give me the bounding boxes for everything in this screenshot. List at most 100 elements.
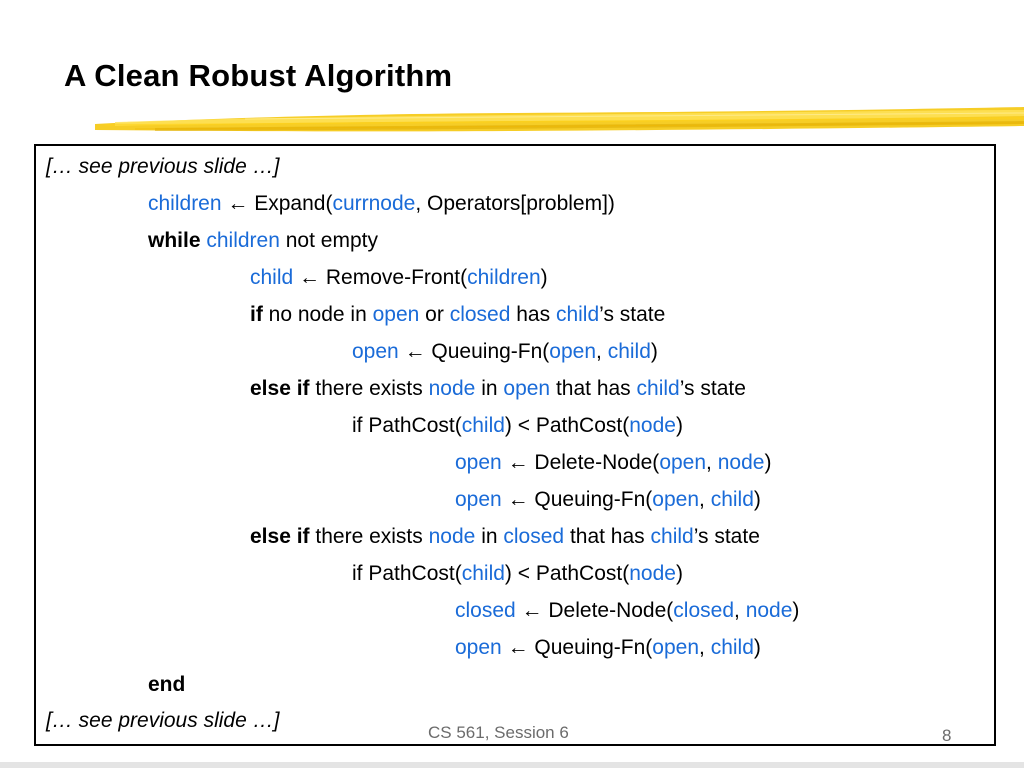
func-pathcost: if PathCost( xyxy=(352,414,462,437)
var-child: child xyxy=(461,414,505,437)
text: there exists xyxy=(315,525,423,548)
var-node: node xyxy=(717,451,765,474)
var-child: child xyxy=(710,488,754,511)
text: ’s state xyxy=(679,377,746,400)
code-line-15: end xyxy=(148,672,185,698)
text: ’s state xyxy=(693,525,760,548)
expand-args: , Operators[problem]) xyxy=(415,192,615,215)
var-child: child xyxy=(555,303,600,326)
var-node: node xyxy=(629,562,676,585)
close-paren: ) xyxy=(753,636,761,659)
func-queuing-fn: Queuing-Fn( xyxy=(431,340,550,363)
algorithm-code-box xyxy=(34,144,996,746)
var-closed: closed xyxy=(503,525,565,548)
keyword-else-if: else if xyxy=(250,525,310,548)
continuation-note: [… see previous slide …] xyxy=(46,155,280,178)
keyword-else-if: else if xyxy=(250,377,310,400)
compare-pathcost: ) < PathCost( xyxy=(504,562,630,585)
bottom-band xyxy=(0,762,1024,768)
var-child: child xyxy=(250,266,294,289)
comma: , xyxy=(734,599,740,622)
code-line-4: child ← Remove-Front(children) xyxy=(250,265,548,291)
comma: , xyxy=(699,636,705,659)
var-open: open xyxy=(659,451,707,474)
code-line-11: else if there exists node in closed that… xyxy=(250,524,760,550)
code-line-13: closed ← Delete-Node(closed, node) xyxy=(455,598,799,624)
var-open: open xyxy=(352,340,399,363)
var-child: child xyxy=(650,525,694,548)
text: or xyxy=(425,303,444,326)
var-open: open xyxy=(372,303,420,326)
var-closed: closed xyxy=(455,599,516,622)
var-child: child xyxy=(636,377,680,400)
text: that has xyxy=(569,525,645,548)
left-arrow-icon: ← xyxy=(404,340,426,363)
keyword-while: while xyxy=(148,229,201,252)
close-paren: ) xyxy=(753,488,761,511)
text: no node in xyxy=(268,303,367,326)
var-child: child xyxy=(710,636,754,659)
var-node: node xyxy=(745,599,793,622)
close-paren: ) xyxy=(764,451,772,474)
left-arrow-icon: ← xyxy=(299,266,321,289)
func-expand: Expand( xyxy=(254,192,333,215)
func-delete-node: Delete-Node( xyxy=(534,451,660,474)
code-line-14: open ← Queuing-Fn(open, child) xyxy=(455,635,761,661)
continuation-note: [… see previous slide …] xyxy=(46,709,280,732)
var-currnode: currnode xyxy=(332,192,416,215)
var-node: node xyxy=(428,525,476,548)
var-children: children xyxy=(206,229,280,252)
slide-title: A Clean Robust Algorithm xyxy=(64,58,453,93)
comma: , xyxy=(699,488,705,511)
left-arrow-icon: ← xyxy=(507,488,529,511)
page-number: 8 xyxy=(942,726,952,745)
close-paren: ) xyxy=(650,340,658,363)
var-open: open xyxy=(455,451,502,474)
var-open: open xyxy=(652,636,700,659)
var-open: open xyxy=(455,636,502,659)
left-arrow-icon: ← xyxy=(227,192,249,215)
var-closed: closed xyxy=(449,303,511,326)
var-node: node xyxy=(629,414,676,437)
close-paren: ) xyxy=(675,562,683,585)
var-open: open xyxy=(455,488,502,511)
var-open: open xyxy=(652,488,700,511)
condition-text: not empty xyxy=(285,229,378,252)
text: in xyxy=(481,525,498,548)
keyword-end: end xyxy=(148,673,186,696)
left-arrow-icon: ← xyxy=(507,636,529,659)
var-child: child xyxy=(607,340,651,363)
func-queuing-fn: Queuing-Fn( xyxy=(534,488,653,511)
func-queuing-fn: Queuing-Fn( xyxy=(534,636,653,659)
var-closed: closed xyxy=(673,599,734,622)
code-line-5: if no node in open or closed has child’s… xyxy=(250,302,665,328)
var-child: child xyxy=(461,562,505,585)
var-open: open xyxy=(549,340,597,363)
func-remove-front: Remove-Front( xyxy=(325,266,468,289)
var-open: open xyxy=(503,377,551,400)
text: has xyxy=(516,303,551,326)
func-delete-node: Delete-Node( xyxy=(548,599,674,622)
code-line-6: open ← Queuing-Fn(open, child) xyxy=(352,339,658,365)
text: that has xyxy=(555,377,631,400)
code-line-16: [… see previous slide …] xyxy=(46,708,279,734)
text: ’s state xyxy=(599,303,666,326)
left-arrow-icon: ← xyxy=(507,451,529,474)
code-line-3: while children not empty xyxy=(148,228,378,254)
text: in xyxy=(481,377,498,400)
code-line-7: else if there exists node in open that h… xyxy=(250,376,746,402)
highlighter-brush-stroke xyxy=(95,107,1024,132)
comma: , xyxy=(596,340,602,363)
var-children: children xyxy=(467,266,541,289)
close-paren: ) xyxy=(792,599,800,622)
footer-course: CS 561, Session 6 xyxy=(428,723,569,742)
func-pathcost: if PathCost( xyxy=(352,562,462,585)
compare-pathcost: ) < PathCost( xyxy=(504,414,630,437)
keyword-if: if xyxy=(250,303,263,326)
var-children: children xyxy=(148,192,222,215)
left-arrow-icon: ← xyxy=(521,599,543,622)
close-paren: ) xyxy=(675,414,683,437)
comma: , xyxy=(706,451,712,474)
close-paren: ) xyxy=(540,266,548,289)
text: there exists xyxy=(315,377,423,400)
